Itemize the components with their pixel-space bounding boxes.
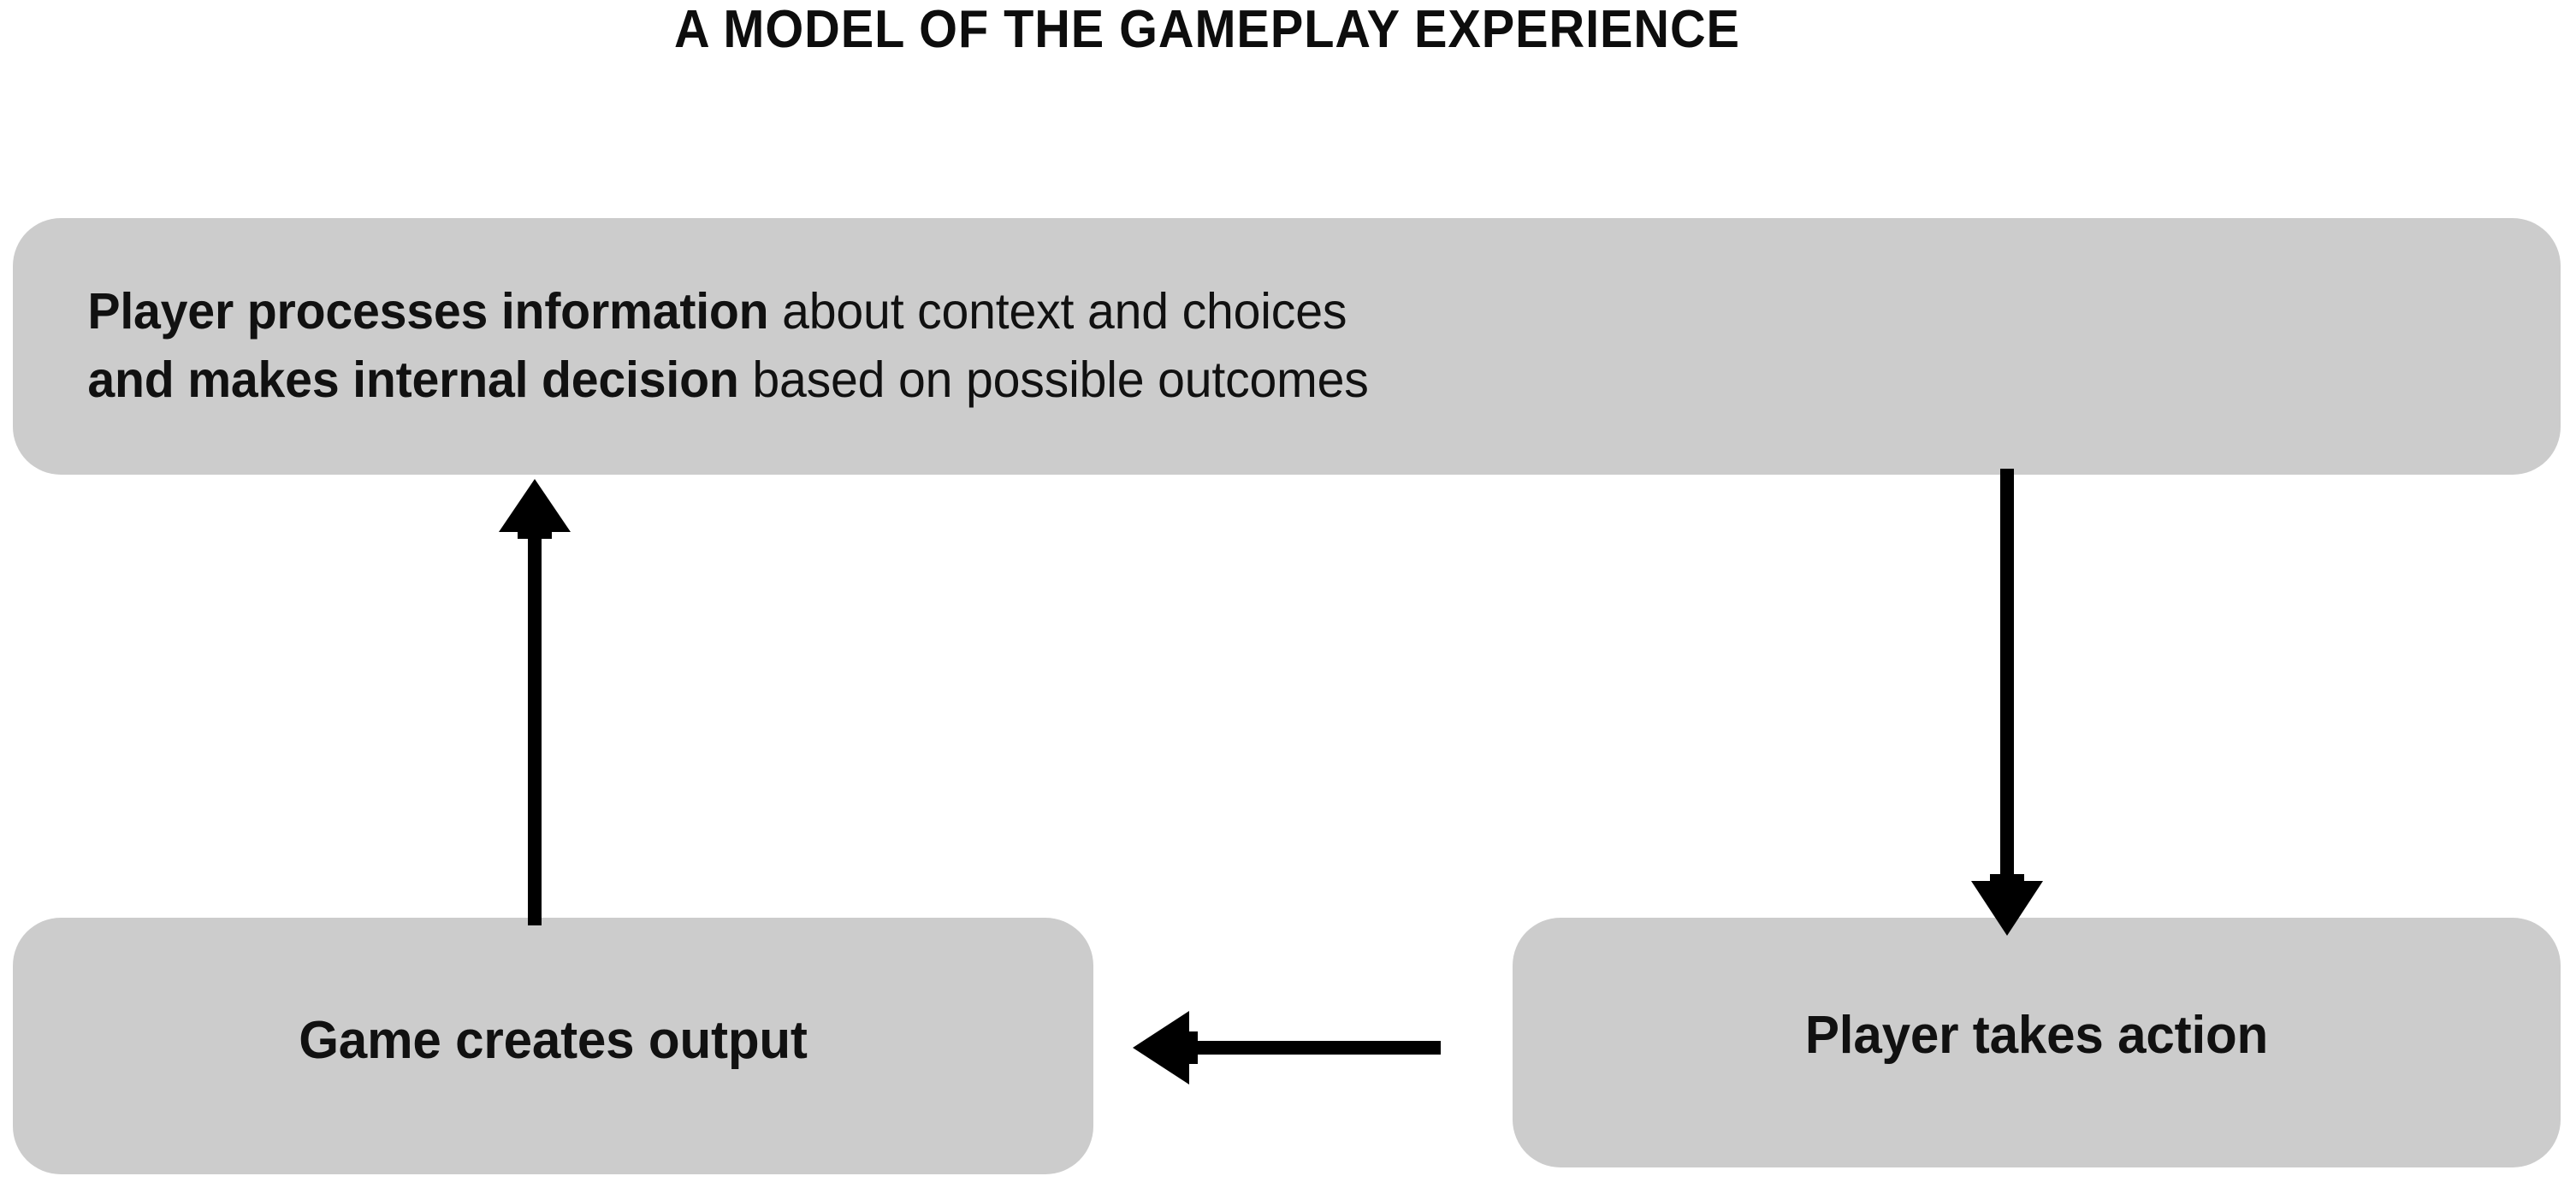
arrow-left-player-action-to-game-output <box>1133 1011 1441 1084</box>
arrow-left-head-icon <box>1133 1011 1198 1084</box>
node-line-1-bold: Player processes information <box>87 283 769 340</box>
node-line-2-regular: based on possible outcomes <box>738 352 1369 408</box>
arrow-down-player-processes-to-player-action <box>1971 469 2043 936</box>
node-line-1: Player processes information about conte… <box>87 278 2485 346</box>
diagram-title: A MODEL OF THE GAMEPLAY EXPERIENCE <box>674 0 1740 59</box>
node-line-2-bold: and makes internal decision <box>87 352 739 408</box>
node-player-takes-action-label: Player takes action <box>1804 1005 2269 1065</box>
arrow-up-head-icon <box>499 479 571 539</box>
node-player-processes-information: Player processes information about conte… <box>13 218 2561 475</box>
node-line-2: and makes internal decision based on pos… <box>87 346 2485 415</box>
arrow-down-head-icon <box>1971 874 2043 936</box>
node-player-takes-action: Player takes action <box>1513 918 2561 1167</box>
node-game-creates-output: Game creates output <box>13 918 1093 1174</box>
arrow-up-game-output-to-player-processes <box>499 479 571 925</box>
arrow-down-shaft <box>2000 469 2014 903</box>
node-player-processes-text: Player processes information about conte… <box>87 278 2485 414</box>
node-line-1-regular: about context and choices <box>768 283 1347 340</box>
node-game-creates-output-label: Game creates output <box>299 1010 808 1070</box>
arrow-left-shaft <box>1148 1041 1441 1055</box>
arrow-up-shaft <box>528 499 542 925</box>
